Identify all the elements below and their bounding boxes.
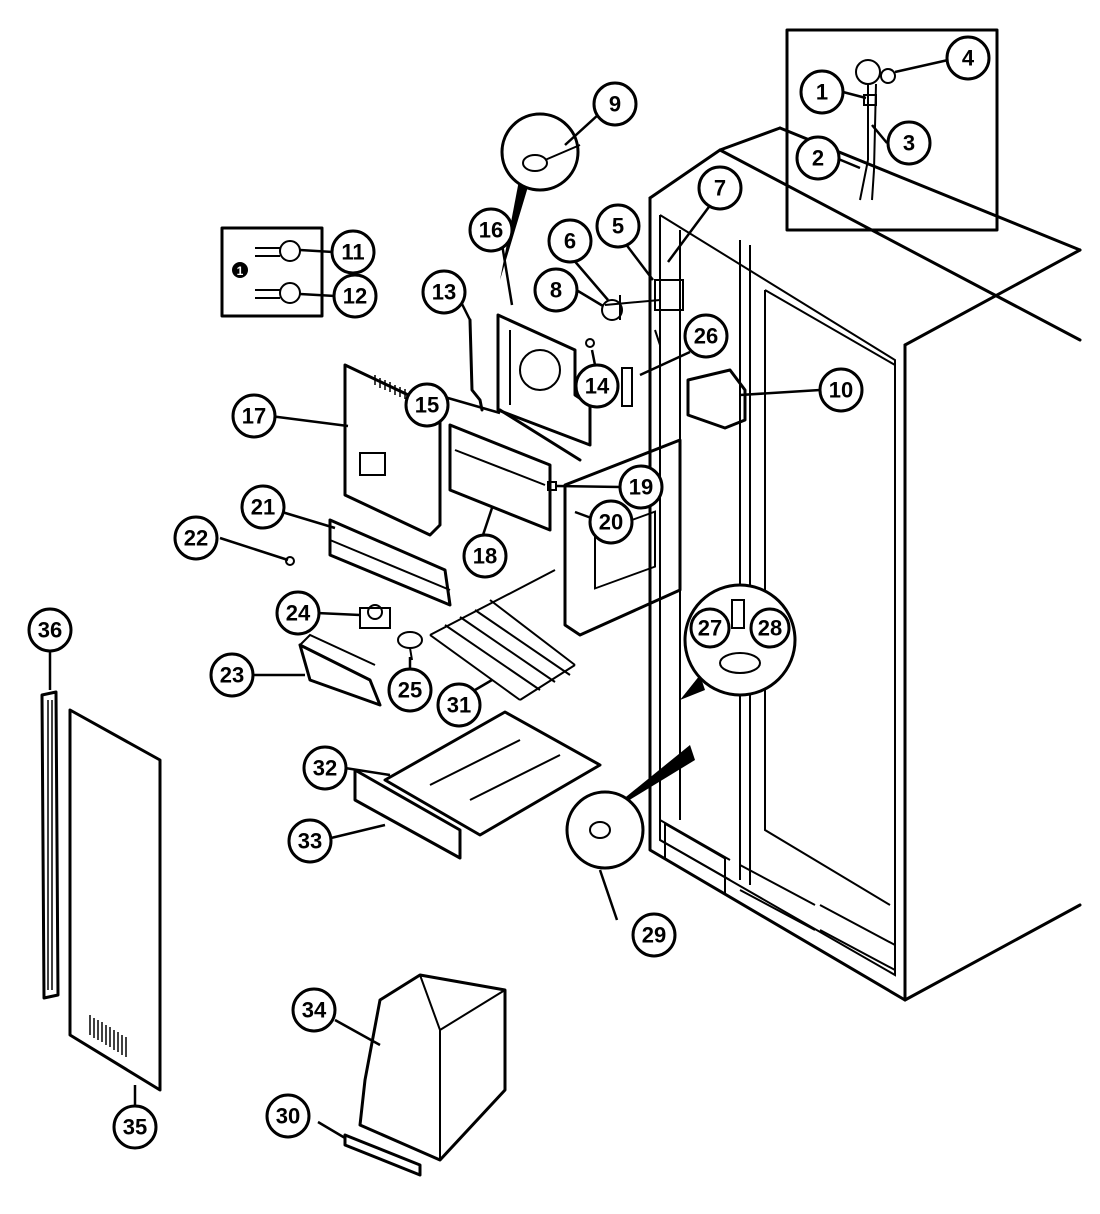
callout-20: 20 <box>588 499 634 545</box>
callout-5: 5 <box>595 203 641 249</box>
callout-24: 24 <box>275 590 321 636</box>
part-15-rod <box>498 408 582 462</box>
part-31-shelf <box>429 569 576 701</box>
callout-32-label: 32 <box>313 756 337 781</box>
callout-12: 12 <box>332 273 378 319</box>
callout-10-label: 10 <box>829 378 853 403</box>
callout-34: 34 <box>291 987 337 1033</box>
callout-29-label: 29 <box>642 923 666 948</box>
callout-26-label: 26 <box>694 324 718 349</box>
part-23-cover <box>298 633 382 707</box>
callout-22-label: 22 <box>184 526 208 551</box>
callout-23-label: 23 <box>220 663 244 688</box>
part-26-bracket <box>621 367 633 407</box>
part-19-clip <box>547 481 557 491</box>
callout-13: 13 <box>421 269 467 315</box>
callout-31: 31 <box>436 682 482 728</box>
callout-33-label: 33 <box>298 829 322 854</box>
callout-30-label: 30 <box>276 1104 300 1129</box>
callout-21-label: 21 <box>251 495 275 520</box>
callout-4-label: 4 <box>962 46 975 71</box>
callout-35-label: 35 <box>123 1115 147 1140</box>
callout-13-label: 13 <box>432 280 456 305</box>
callout-17: 17 <box>231 393 277 439</box>
callout-2-label: 2 <box>812 146 824 171</box>
callout-15-label: 15 <box>415 393 439 418</box>
nut-bolt-inset: 1 <box>220 226 324 318</box>
callout-35: 35 <box>112 1104 158 1150</box>
callout-8: 8 <box>533 267 579 313</box>
callout-28: 28 <box>749 607 791 649</box>
callout-31-label: 31 <box>447 693 471 718</box>
part-10-bracket <box>686 368 747 430</box>
callout-16: 16 <box>468 207 514 253</box>
callout-24-label: 24 <box>286 601 311 626</box>
callout-21: 21 <box>240 484 286 530</box>
callout-15: 15 <box>404 382 450 428</box>
part-29-detail <box>565 745 695 870</box>
callout-17-label: 17 <box>242 404 266 429</box>
callout-2: 2 <box>795 135 841 181</box>
callout-3: 3 <box>886 120 932 166</box>
fan-motor-assembly <box>601 279 684 346</box>
part-35-panel <box>68 708 162 1092</box>
callout-16-label: 16 <box>479 218 503 243</box>
part-18-duct <box>448 423 552 532</box>
callout-5-label: 5 <box>612 214 624 239</box>
callout-26: 26 <box>683 313 729 359</box>
callout-19: 19 <box>618 464 664 510</box>
callout-14-label: 14 <box>585 374 610 399</box>
callout-7: 7 <box>697 165 743 211</box>
callout-27-label: 27 <box>698 616 722 641</box>
callout-11: 11 <box>330 229 376 275</box>
callout-1: 1 <box>799 69 845 115</box>
callout-11-label: 11 <box>341 240 364 265</box>
callout-18: 18 <box>462 533 508 579</box>
part-14-screw <box>585 338 595 348</box>
part-25-bulb <box>397 631 423 661</box>
refrigerator-cabinet <box>648 126 1082 1002</box>
callout-22: 22 <box>173 515 219 561</box>
part-21-bracket <box>328 518 452 607</box>
callout-20-label: 20 <box>599 510 623 535</box>
part-9-detail <box>500 112 581 280</box>
callout-6: 6 <box>547 218 593 264</box>
callout-36-label: 36 <box>38 618 62 643</box>
callout-32: 32 <box>302 745 348 791</box>
part-32-shelf <box>383 710 602 837</box>
callout-30: 30 <box>265 1093 311 1139</box>
part-24-fitting <box>359 604 391 629</box>
callout-33: 33 <box>287 818 333 864</box>
callout-7-label: 7 <box>714 176 726 201</box>
part-22-screw <box>285 556 295 566</box>
callout-25: 25 <box>387 667 433 713</box>
callout-4: 4 <box>945 35 991 81</box>
callout-10: 10 <box>818 367 864 413</box>
callout-9-label: 9 <box>609 92 621 117</box>
callout-27: 27 <box>689 607 731 649</box>
callout-3-label: 3 <box>903 131 915 156</box>
callout-8-label: 8 <box>550 278 562 303</box>
callout-25-label: 25 <box>398 678 422 703</box>
part-13-tube <box>468 318 484 412</box>
callout-36: 36 <box>27 607 73 653</box>
callout-12-label: 12 <box>343 284 367 309</box>
callout-34-label: 34 <box>302 998 327 1023</box>
inset-marker: 1 <box>237 264 244 278</box>
callout-1-label: 1 <box>816 80 828 105</box>
callout-18-label: 18 <box>473 544 497 569</box>
callout-6-label: 6 <box>564 229 576 254</box>
part-36-strip <box>40 690 60 1000</box>
callout-14: 14 <box>574 363 620 409</box>
callout-19-label: 19 <box>629 475 653 500</box>
callout-23: 23 <box>209 652 255 698</box>
part-33-trim <box>353 768 462 860</box>
part-30-shim <box>343 1133 422 1177</box>
part-34-bin <box>358 973 507 1162</box>
callout-28-label: 28 <box>758 616 782 641</box>
callout-29: 29 <box>631 912 677 958</box>
callout-9: 9 <box>592 81 638 127</box>
